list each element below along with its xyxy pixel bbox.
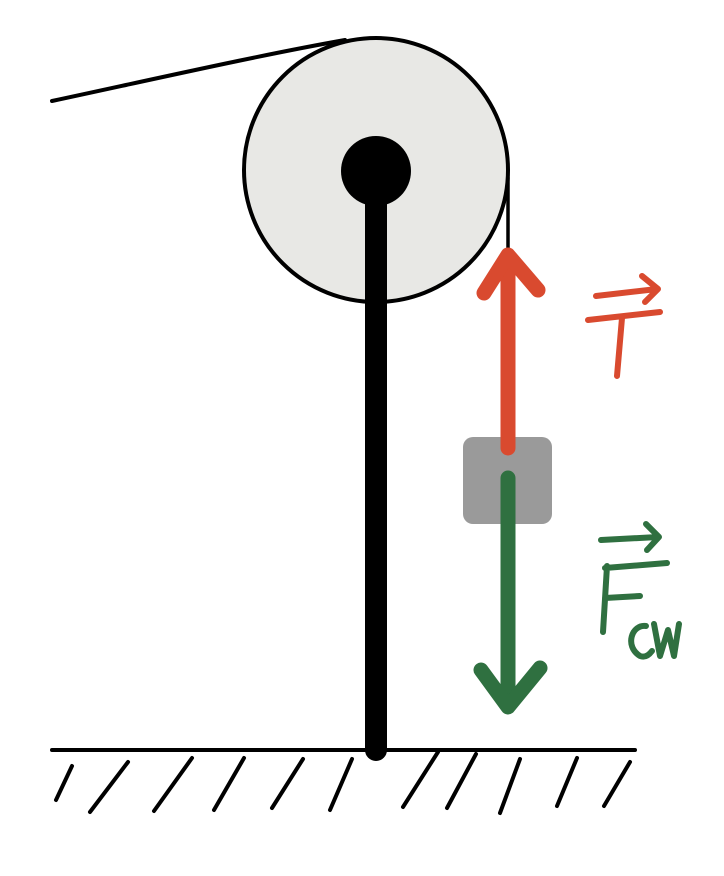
counterweight-label-subscript-w (651, 621, 682, 659)
rope-left-segment (50, 38, 347, 103)
tension-arrow-head (476, 247, 546, 301)
counterweight-label-vector-arrow (598, 521, 662, 553)
tension-arrow (476, 247, 546, 456)
counterweight-label-letter-f (600, 560, 670, 635)
tension-label (585, 273, 663, 379)
ground-hatching (54, 750, 632, 815)
weight-arrow (473, 470, 548, 715)
tension-label-letter (585, 309, 663, 379)
pulley-axle (341, 136, 411, 206)
weight-arrow-head (473, 660, 548, 715)
counterweight-label-subscript-c (628, 623, 655, 660)
counterweight-force-label (598, 521, 682, 660)
tension-label-vector-arrow (593, 273, 661, 305)
ground (50, 748, 637, 815)
